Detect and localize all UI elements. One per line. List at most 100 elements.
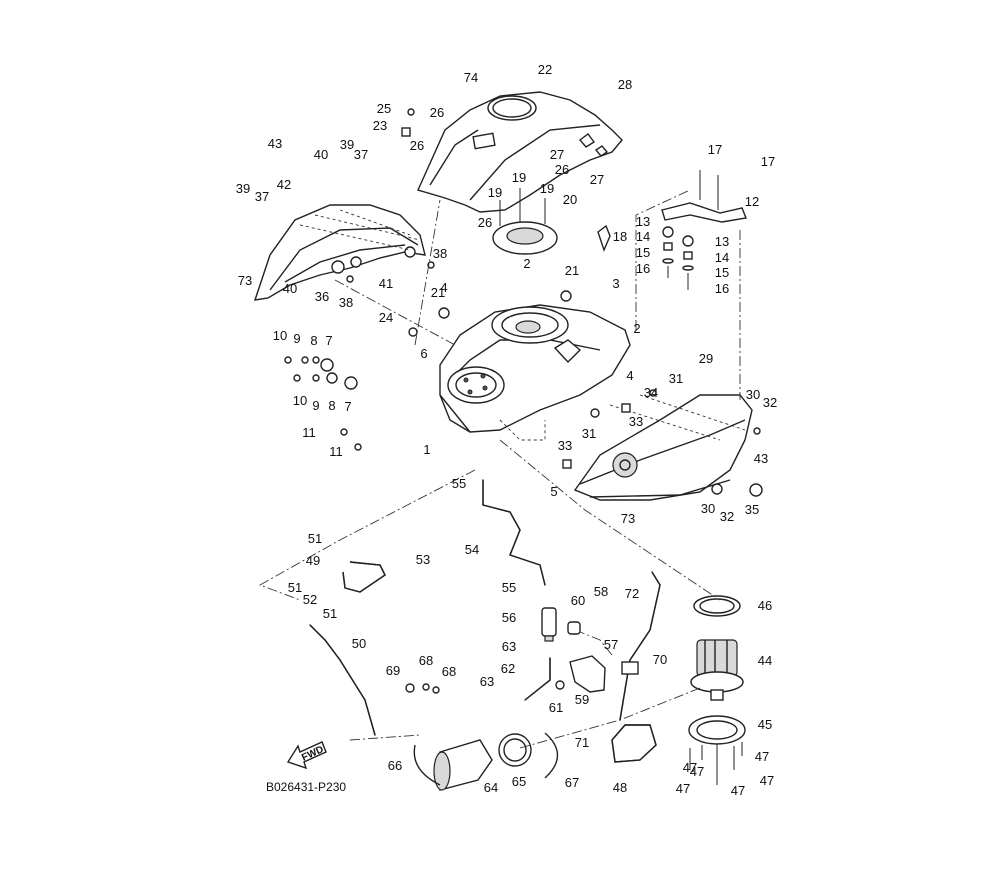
callout-47: 47 [755, 749, 769, 764]
callout-3: 3 [612, 276, 619, 291]
callout-50: 50 [352, 636, 366, 651]
callout-58: 58 [594, 584, 608, 599]
callout-43: 43 [754, 451, 768, 466]
callout-63: 63 [502, 639, 516, 654]
callout-6: 6 [420, 346, 427, 361]
callout-45: 45 [758, 717, 772, 732]
callout-62: 62 [501, 661, 515, 676]
callout-16: 16 [636, 261, 650, 276]
callout-40: 40 [283, 281, 297, 296]
callout-51: 51 [323, 606, 337, 621]
callout-11: 11 [329, 444, 343, 459]
callout-4: 4 [440, 280, 447, 295]
callout-37: 37 [354, 147, 368, 162]
callout-61: 61 [549, 700, 563, 715]
callout-28: 28 [618, 77, 632, 92]
callout-59: 59 [575, 692, 589, 707]
callout-39: 39 [340, 137, 354, 152]
callout-33: 33 [629, 414, 643, 429]
callout-51: 51 [308, 531, 322, 546]
callout-19: 19 [512, 170, 526, 185]
part-callouts: 1223445677889910101111121313141415151616… [236, 62, 777, 798]
fuel-tank [439, 304, 631, 441]
callout-42: 42 [277, 177, 291, 192]
callout-56: 56 [502, 610, 516, 625]
callout-2: 2 [523, 256, 530, 271]
callout-49: 49 [306, 553, 320, 568]
callout-40: 40 [314, 147, 328, 162]
callout-36: 36 [315, 289, 329, 304]
fwd-direction-marker: FWD [286, 741, 327, 770]
callout-32: 32 [763, 395, 777, 410]
callout-7: 7 [325, 333, 332, 348]
callout-72: 72 [625, 586, 639, 601]
callout-71: 71 [575, 735, 589, 750]
callout-54: 54 [465, 542, 479, 557]
callout-30: 30 [701, 501, 715, 516]
callout-68: 68 [419, 653, 433, 668]
callout-47: 47 [760, 773, 774, 788]
callout-14: 14 [715, 250, 729, 265]
fuel-filter-assembly [541, 607, 639, 693]
side-cover-left [253, 204, 426, 301]
callout-7: 7 [344, 399, 351, 414]
callout-14: 14 [636, 229, 650, 244]
canister-assembly [413, 732, 559, 791]
callout-13: 13 [636, 214, 650, 229]
callout-17: 17 [761, 154, 775, 169]
callout-33: 33 [558, 438, 572, 453]
callout-52: 52 [303, 592, 317, 607]
callout-44: 44 [758, 653, 772, 668]
callout-9: 9 [312, 398, 319, 413]
callout-69: 69 [386, 663, 400, 678]
fuel-cap [492, 188, 611, 255]
callout-37: 37 [255, 189, 269, 204]
callout-57: 57 [604, 637, 618, 652]
callout-26: 26 [430, 105, 444, 120]
callout-64: 64 [484, 780, 498, 795]
callout-2: 2 [633, 321, 640, 336]
callout-16: 16 [715, 281, 729, 296]
callout-38: 38 [433, 246, 447, 261]
callout-34: 34 [644, 385, 658, 400]
callout-24: 24 [379, 310, 393, 325]
callout-17: 17 [708, 142, 722, 157]
callout-25: 25 [377, 101, 391, 116]
callout-74: 74 [464, 70, 478, 85]
callout-29: 29 [699, 351, 713, 366]
callout-67: 67 [565, 775, 579, 790]
fasteners [284, 108, 763, 694]
callout-22: 22 [538, 62, 552, 77]
callout-23: 23 [373, 118, 387, 133]
callout-46: 46 [758, 598, 772, 613]
callout-10: 10 [293, 393, 307, 408]
callout-21: 21 [565, 263, 579, 278]
tank-bracket [661, 170, 747, 290]
callout-41: 41 [379, 276, 393, 291]
fuel-pump-assembly [611, 595, 746, 785]
callout-11: 11 [302, 425, 316, 440]
callout-47: 47 [731, 783, 745, 798]
callout-47: 47 [683, 760, 697, 775]
callout-39: 39 [236, 181, 250, 196]
callout-13: 13 [715, 234, 729, 249]
rear-cover [573, 394, 753, 501]
callout-5: 5 [550, 484, 557, 499]
drawing-code: B026431-P230 [266, 780, 346, 794]
callout-30: 30 [746, 387, 760, 402]
callout-48: 48 [613, 780, 627, 795]
callout-19: 19 [488, 185, 502, 200]
callout-31: 31 [669, 371, 683, 386]
callout-27: 27 [550, 147, 564, 162]
callout-73: 73 [238, 273, 252, 288]
callout-53: 53 [416, 552, 430, 567]
callout-60: 60 [571, 593, 585, 608]
callout-4: 4 [626, 368, 633, 383]
callout-1: 1 [423, 442, 430, 457]
callout-26: 26 [478, 215, 492, 230]
callout-47: 47 [690, 764, 704, 779]
callout-19: 19 [540, 181, 554, 196]
hoses [309, 479, 661, 736]
callout-21: 21 [431, 285, 445, 300]
callout-26: 26 [410, 138, 424, 153]
